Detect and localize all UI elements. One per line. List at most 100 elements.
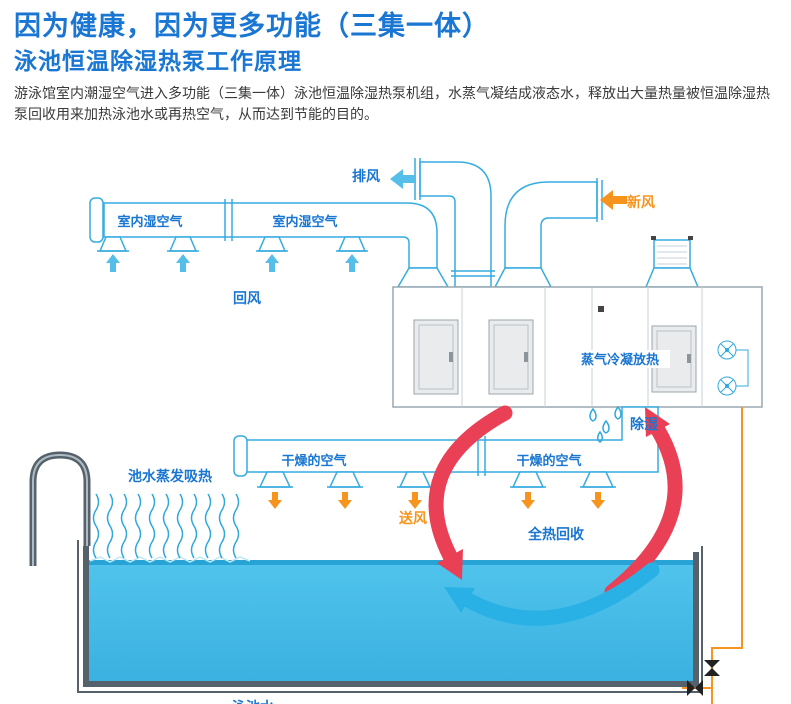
waterline-ripples: [89, 556, 251, 563]
label-dry-air-left: 干燥的空气: [281, 453, 346, 469]
exhaust-left-arrow-icon: [390, 169, 416, 189]
label-dry-air-right: 干燥的空气: [516, 453, 581, 469]
pool-ladder-highlight: [32, 453, 88, 566]
label-exhaust-air: 排风: [352, 168, 380, 185]
red-arrow-left: [428, 405, 513, 564]
evaporation-squiggle: [134, 493, 142, 559]
evaporation-squiggle: [190, 493, 198, 559]
valve-2: [687, 680, 703, 696]
door-handle: [449, 352, 453, 362]
flange-bolt: [651, 236, 656, 240]
valve-icon: [704, 660, 720, 668]
label-pool-water-evaporation: 池水蒸发吸热: [128, 468, 212, 485]
label-bottom-partial: 泳池水: [232, 699, 275, 704]
pool: [29, 451, 703, 693]
pool-water: [89, 560, 693, 681]
red-arrow-right-head: [645, 407, 670, 437]
diffuser: [257, 236, 287, 252]
diffuser: [511, 471, 545, 488]
valve-icon: [687, 680, 695, 696]
evaporation-squiggle: [120, 493, 128, 559]
water-pipe: [711, 407, 743, 704]
up-arrow-icon: [106, 254, 120, 272]
valve-icon: [704, 668, 720, 676]
evaporation-squiggle: [232, 493, 240, 559]
up-arrow-icon: [345, 254, 359, 272]
label-return-air: 回风: [233, 291, 261, 307]
down-arrow-icon: [408, 492, 422, 509]
evaporation-lines: [92, 493, 240, 559]
flange-bolt: [688, 236, 693, 240]
label-total-heat-recovery: 全热回收: [527, 526, 585, 543]
door-handle: [687, 354, 691, 363]
down-arrow-icon: [591, 492, 605, 509]
diffuser: [168, 236, 198, 252]
fan-hub: [725, 384, 729, 388]
fresh-air-duct: [493, 178, 603, 288]
supply-diffusers: [257, 471, 616, 488]
fresh-air-duct-body: [504, 181, 598, 269]
droplet-icon: [597, 430, 603, 443]
droplet-icon: [602, 419, 610, 434]
diffuser: [581, 471, 615, 488]
duct-transition: [493, 267, 553, 288]
valve-icon: [695, 680, 703, 696]
page-title-line2: 泳池恒温除湿热泵工作原理: [14, 49, 302, 75]
door-handle: [524, 352, 528, 362]
evaporation-squiggle: [204, 493, 212, 559]
label-indoor-humid-air-left: 室内湿空气: [117, 214, 182, 230]
label-supply-air: 送风: [398, 510, 427, 527]
evaporation-squiggle: [218, 493, 226, 559]
heat-cycle-arrows: [428, 405, 683, 626]
diffuser: [98, 236, 128, 252]
fan-1: [717, 340, 737, 360]
supply-air-down-arrows: [268, 492, 605, 509]
waterline-band: [89, 560, 693, 565]
water-piping: [682, 407, 743, 704]
fan-wiring: [736, 349, 749, 387]
droplet-icon: [614, 405, 622, 420]
droplet-icon: [589, 407, 597, 422]
red-arrow-right: [604, 422, 683, 600]
description-paragraph: 游泳馆室内潮湿空气进入多功能（三集一体）泳池恒温除湿热泵机组，水蒸气凝结成液态水…: [14, 86, 770, 123]
diffuser: [337, 236, 367, 252]
indicator-dot: [598, 306, 604, 312]
evaporation-squiggle: [176, 493, 184, 559]
access-door-1: [413, 319, 459, 395]
pool-wall: [83, 546, 699, 687]
label-backdrop: [570, 350, 670, 368]
diffuser: [328, 471, 362, 488]
blue-arrow-bottom: [460, 562, 660, 626]
diffuser: [398, 471, 432, 488]
fan-2: [717, 376, 737, 396]
condensate-droplets: [589, 405, 622, 443]
label-fresh-air: 新风: [627, 194, 655, 211]
label-indoor-humid-air-right: 室内湿空气: [272, 214, 337, 230]
label-vapor-condensation-heat: 蒸气冷凝放热: [581, 352, 659, 368]
dry-air-duct: [233, 406, 659, 509]
return-air-up-arrows: [106, 254, 359, 272]
pool-outer-shell: [77, 540, 703, 693]
evaporation-squiggle: [162, 493, 170, 559]
evaporation-squiggle: [106, 493, 114, 559]
duct-transition: [396, 267, 450, 288]
up-arrow-icon: [265, 254, 279, 272]
red-arrow-left-head: [437, 549, 463, 580]
duct-end-cap: [233, 435, 248, 477]
down-arrow-icon: [338, 492, 352, 509]
access-door-2: [488, 319, 534, 395]
heat-pump-unit: [392, 286, 763, 408]
blue-arrow-bottom-head: [444, 587, 475, 613]
evaporation-squiggle: [148, 493, 156, 559]
evaporation-squiggle: [92, 493, 100, 559]
intake-stub: [644, 236, 700, 288]
up-arrow-icon: [176, 254, 190, 272]
intake-stub-body: [653, 239, 691, 269]
page-title-line1: 因为健康，因为更多功能（三集一体）: [14, 11, 490, 42]
diffuser: [258, 471, 292, 488]
duct-transition: [644, 267, 700, 288]
fan-hub: [725, 348, 729, 352]
return-air-duct: [89, 197, 450, 288]
